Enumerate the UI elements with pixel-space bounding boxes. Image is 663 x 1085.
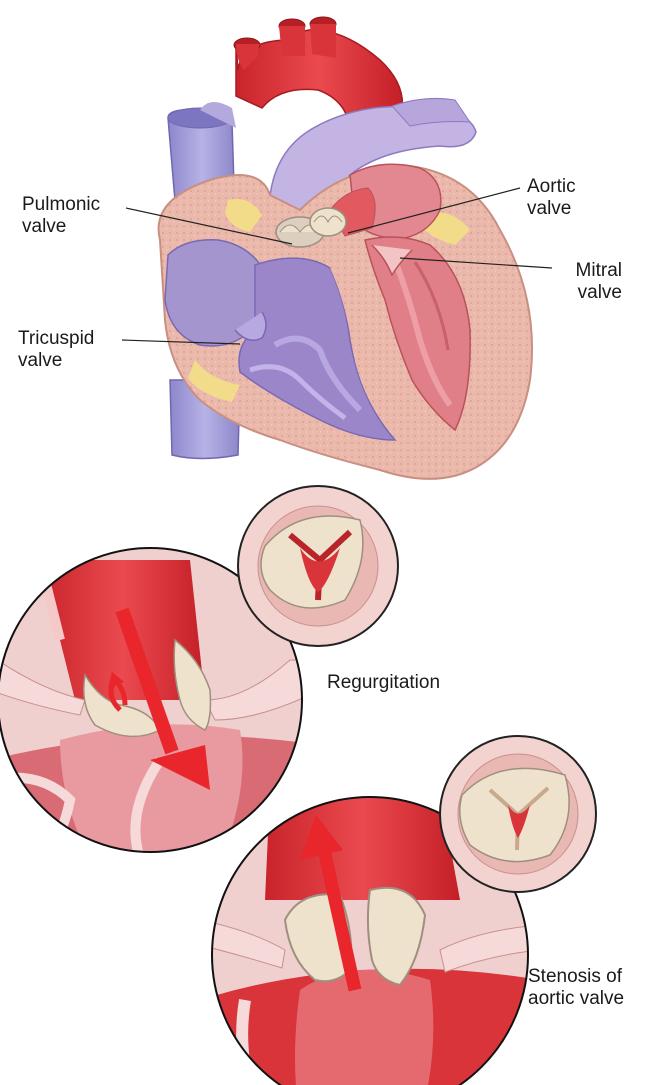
aortic-valve bbox=[310, 208, 346, 236]
mitral-label-line1: Mitral bbox=[560, 260, 622, 282]
tricuspid-valve-label: Tricuspid valve bbox=[18, 328, 94, 372]
stenosis-label-line2: aortic valve bbox=[528, 988, 624, 1010]
pulmonic-valve-label: Pulmonic valve bbox=[22, 194, 100, 238]
pulmonic-label-line1: Pulmonic bbox=[22, 194, 100, 216]
aortic-label-line1: Aortic bbox=[527, 176, 576, 198]
stenosis-label-line1: Stenosis of bbox=[528, 966, 624, 988]
mitral-valve-label: Mitral valve bbox=[560, 260, 622, 304]
heart-illustration bbox=[159, 17, 532, 479]
regurgitation-valve-topview bbox=[238, 486, 398, 646]
aortic-label-line2: valve bbox=[527, 198, 576, 220]
tricuspid-label-line2: valve bbox=[18, 350, 94, 372]
aortic-valve-label: Aortic valve bbox=[527, 176, 576, 220]
stenosis-label: Stenosis of aortic valve bbox=[528, 966, 624, 1010]
regurgitation-label-line1: Regurgitation bbox=[327, 672, 440, 694]
mitral-label-line2: valve bbox=[560, 282, 622, 304]
stenosis-valve-topview bbox=[440, 736, 596, 892]
pulmonic-label-line2: valve bbox=[22, 216, 100, 238]
regurgitation-label: Regurgitation bbox=[327, 672, 440, 694]
tricuspid-label-line1: Tricuspid bbox=[18, 328, 94, 350]
